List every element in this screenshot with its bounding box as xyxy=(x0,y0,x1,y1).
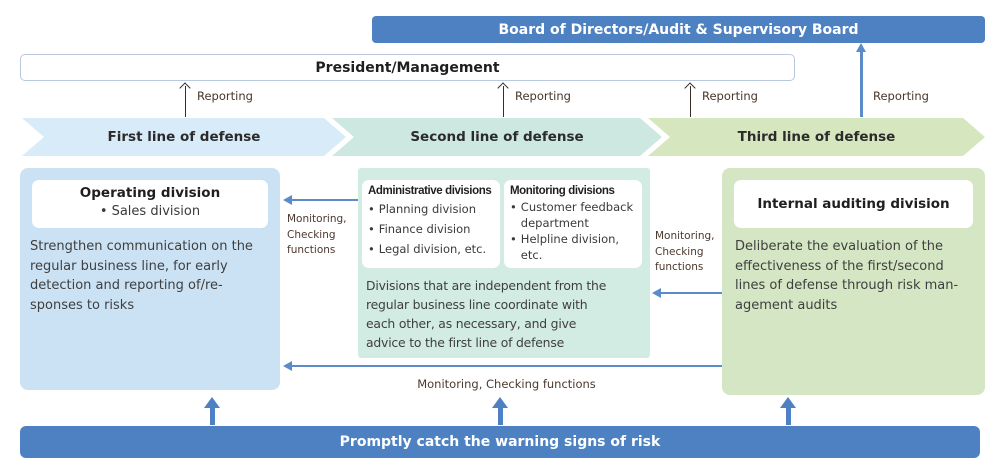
reporting-label-board: Reporting xyxy=(873,89,929,103)
third-line-description: Deliberate the evaluation of the effecti… xyxy=(735,239,959,313)
warning-arrow-line-second xyxy=(498,407,503,425)
bullet-glyph: • xyxy=(510,200,517,214)
reporting-arrowhead-third xyxy=(684,82,696,94)
reporting-arrow-line-third xyxy=(690,86,692,117)
warning-arrowhead-first xyxy=(204,397,220,408)
internal-auditing-division-title: Internal auditing division xyxy=(757,196,950,212)
monitoring-arrow-line-second-to-first xyxy=(291,199,358,201)
chevron-third-line-of-defense: Third line of defense xyxy=(648,118,985,156)
reporting-label-third: Reporting xyxy=(702,89,758,103)
warning-arrow-line-third xyxy=(786,407,791,425)
administrative-divisions-list: •Planning division •Finance division •Le… xyxy=(368,199,496,259)
reporting-arrowhead-second xyxy=(497,82,509,94)
reporting-arrow-line-board xyxy=(860,50,863,117)
sales-division-item: •Sales division xyxy=(32,204,268,219)
monitoring-arrowhead-third-to-first xyxy=(283,361,292,371)
first-line-description: Strengthen communication on the regular … xyxy=(30,239,253,313)
monitoring-label-third-to-second: Monitoring, Checking functions xyxy=(655,230,715,273)
monitoring-arrow-line-third-to-second xyxy=(660,292,722,294)
third-line-panel: Internal auditing division Deliberate th… xyxy=(722,168,985,395)
bullet-glyph: • xyxy=(368,242,375,256)
warning-arrowhead-third xyxy=(780,397,796,408)
chevron-first-line-of-defense: First line of defense xyxy=(22,118,346,156)
list-item: •Helpline division, etc. xyxy=(510,231,638,263)
monitoring-arrowhead-second-to-first xyxy=(283,195,292,205)
customer-feedback-label: Customer feedback department xyxy=(520,200,634,230)
bullet-glyph: • xyxy=(510,232,517,246)
sales-division-label: Sales division xyxy=(111,204,201,219)
monitoring-arrow-line-third-to-first xyxy=(291,365,722,367)
bullet-glyph: • xyxy=(99,204,108,219)
bullet-glyph: • xyxy=(368,202,375,216)
first-line-panel: Operating division •Sales division Stren… xyxy=(20,168,280,390)
warning-signs-banner: Promptly catch the warning signs of risk xyxy=(20,426,980,458)
monitoring-divisions-box: Monitoring divisions •Customer feedback … xyxy=(504,180,642,268)
warning-arrowhead-second xyxy=(492,397,508,408)
president-management-banner: President/Management xyxy=(20,54,795,81)
operating-division-box: Operating division •Sales division xyxy=(32,180,268,228)
second-line-panel: Administrative divisions •Planning divis… xyxy=(358,168,650,358)
reporting-arrowhead-first xyxy=(179,82,191,94)
reporting-label-first: Reporting xyxy=(197,89,253,103)
operating-division-title: Operating division xyxy=(79,185,221,201)
reporting-arrow-line-first xyxy=(185,86,187,117)
monitoring-arrowhead-third-to-second xyxy=(652,288,661,298)
administrative-divisions-box: Administrative divisions •Planning divis… xyxy=(362,180,500,268)
list-item: •Customer feedback department xyxy=(510,199,638,231)
board-of-directors-banner: Board of Directors/Audit & Supervisory B… xyxy=(372,16,985,43)
monitoring-label-third-to-first: Monitoring, Checking functions xyxy=(417,377,596,391)
helpline-division-label: Helpline division, etc. xyxy=(520,232,620,262)
monitoring-divisions-title: Monitoring divisions xyxy=(510,185,615,197)
list-item: •Legal division, etc. xyxy=(368,239,496,259)
monitoring-divisions-list: •Customer feedback department •Helpline … xyxy=(510,199,638,263)
warning-arrow-line-first xyxy=(210,407,215,425)
legal-division-label: Legal division, etc. xyxy=(378,242,487,256)
monitoring-label-second-to-first: Monitoring, Checking functions xyxy=(287,213,347,256)
bullet-glyph: • xyxy=(368,222,375,236)
reporting-arrow-line-second xyxy=(503,86,505,117)
planning-division-label: Planning division xyxy=(378,202,476,216)
internal-auditing-division-box: Internal auditing division xyxy=(734,180,973,228)
administrative-divisions-title: Administrative divisions xyxy=(368,185,492,197)
list-item: •Planning division xyxy=(368,199,496,219)
finance-division-label: Finance division xyxy=(378,222,471,236)
reporting-arrowhead-board xyxy=(856,43,866,52)
list-item: •Finance division xyxy=(368,219,496,239)
second-line-description: Divisions that are independent from the … xyxy=(366,278,607,350)
chevron-second-line-of-defense: Second line of defense xyxy=(332,118,662,156)
reporting-label-second: Reporting xyxy=(515,89,571,103)
